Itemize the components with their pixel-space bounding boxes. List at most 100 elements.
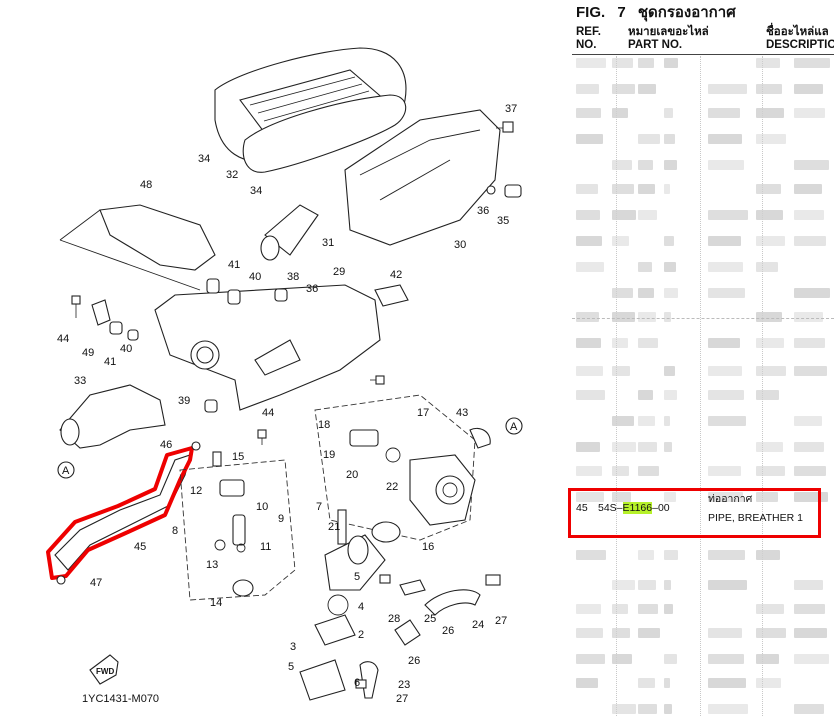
callout-36-a: 36 (477, 205, 489, 217)
part-22-oring (385, 447, 401, 463)
part-34-gasket-inner (242, 94, 407, 173)
callout-13: 13 (206, 559, 218, 571)
callout-31: 31 (322, 237, 334, 249)
part-45-pipe-breather (54, 454, 191, 571)
callout-3: 3 (290, 641, 296, 653)
blurred-row (572, 604, 834, 614)
part-33-boot (59, 384, 166, 449)
part-7-bolt (337, 509, 347, 545)
part-47-clamp (56, 575, 66, 585)
part-21-throttle-body (409, 454, 476, 526)
part-25-fitting (394, 619, 421, 646)
part-41-collar (206, 278, 220, 294)
blurred-row (572, 134, 834, 144)
part-number-highlight: E1166 (622, 502, 653, 514)
callout-27-b: 27 (396, 693, 408, 705)
fwd-arrow-icon: FWD (89, 654, 119, 685)
connector-a-left: A (57, 461, 75, 479)
callout-20: 20 (346, 469, 358, 481)
part-40-collar (227, 289, 241, 305)
part-24-hose (424, 589, 481, 616)
callout-8: 8 (172, 525, 178, 537)
part-16-clamp (371, 521, 401, 543)
callout-39: 39 (178, 395, 190, 407)
blurred-row (572, 466, 834, 476)
figure-header: FIG. 7 ชุดกรองอากาศ (576, 0, 744, 24)
blurred-row (572, 210, 834, 220)
part-44-bolt-right (370, 375, 385, 385)
row-ref: 45 (576, 502, 588, 514)
part-37-bolt (496, 121, 514, 133)
callout-24: 24 (472, 619, 484, 631)
part-5-plate (299, 659, 346, 701)
callout-35: 35 (497, 215, 509, 227)
callout-41-b: 41 (104, 356, 116, 368)
blurred-row (572, 628, 834, 638)
blurred-row (572, 492, 834, 502)
row-group-separator (572, 318, 834, 319)
callout-2: 2 (358, 629, 364, 641)
callout-47: 47 (90, 577, 102, 589)
callout-25: 25 (424, 613, 436, 625)
col-part-header: หมายเลขอะไหล่PART NO. (628, 26, 709, 51)
callout-14: 14 (210, 597, 222, 609)
highlight-box-row-45 (568, 488, 821, 538)
part-41-collar-left (109, 321, 123, 335)
callout-22: 22 (386, 481, 398, 493)
callout-labels: 37 34 32 34 48 36 35 30 31 41 40 38 36 2… (57, 103, 517, 705)
callout-40-a: 40 (249, 271, 261, 283)
callout-26-a: 26 (442, 625, 454, 637)
subassembly-17-box (314, 394, 476, 541)
callout-28: 28 (388, 613, 400, 625)
callout-46: 46 (160, 439, 172, 451)
callout-29: 29 (333, 266, 345, 278)
blurred-row (572, 416, 834, 426)
blurred-row (572, 390, 834, 400)
blurred-row (572, 262, 834, 272)
connector-a-right: A (505, 417, 523, 435)
callout-41-a: 41 (228, 259, 240, 271)
part-27-clamp-upper (485, 574, 501, 586)
part-44-bolt-left (71, 295, 81, 318)
callout-5-a: 5 (354, 571, 360, 583)
part-46-clamp (191, 441, 201, 451)
blurred-row (572, 288, 834, 298)
blurred-row (572, 704, 834, 714)
row-desc-thai: ท่ออากาศ (708, 493, 753, 505)
blurred-row (572, 550, 834, 560)
part-36-grommet (486, 185, 496, 195)
part-15-screw (212, 451, 222, 467)
part-12-sensor (219, 479, 245, 497)
exploded-parts-diagram: A A FWD 1YC1431-M070 37 34 32 34 48 36 3… (46, 47, 523, 705)
svg-text:FWD: FWD (96, 667, 114, 676)
blurred-row (572, 312, 834, 322)
fig-prefix: FIG. (576, 4, 606, 21)
part-39-collar (204, 399, 218, 413)
callout-36-b: 36 (306, 283, 318, 295)
column-divider (762, 56, 763, 716)
callout-44-b: 44 (262, 407, 274, 419)
part-30-case-cover (344, 109, 501, 246)
column-divider (700, 56, 701, 716)
callout-15: 15 (232, 451, 244, 463)
blurred-row (572, 160, 834, 170)
callout-12: 12 (190, 485, 202, 497)
callout-40-b: 40 (120, 343, 132, 355)
part-6-joint (324, 534, 386, 591)
part-27-hose-lower (359, 661, 379, 699)
callout-26-b: 26 (408, 655, 420, 667)
column-divider (616, 56, 617, 716)
callout-48: 48 (140, 179, 152, 191)
blurred-row (572, 580, 834, 590)
blurred-row (572, 442, 834, 452)
svg-text:A: A (510, 421, 518, 433)
part-28-clamp (379, 574, 391, 584)
highlight-outline-part-45 (46, 446, 194, 580)
callout-33: 33 (74, 375, 86, 387)
blurred-row (572, 108, 834, 118)
header-rule (572, 54, 834, 55)
blurred-rows (572, 56, 834, 716)
blurred-row (572, 338, 834, 348)
callout-34-b: 34 (250, 185, 262, 197)
part-13-oring (214, 539, 226, 551)
